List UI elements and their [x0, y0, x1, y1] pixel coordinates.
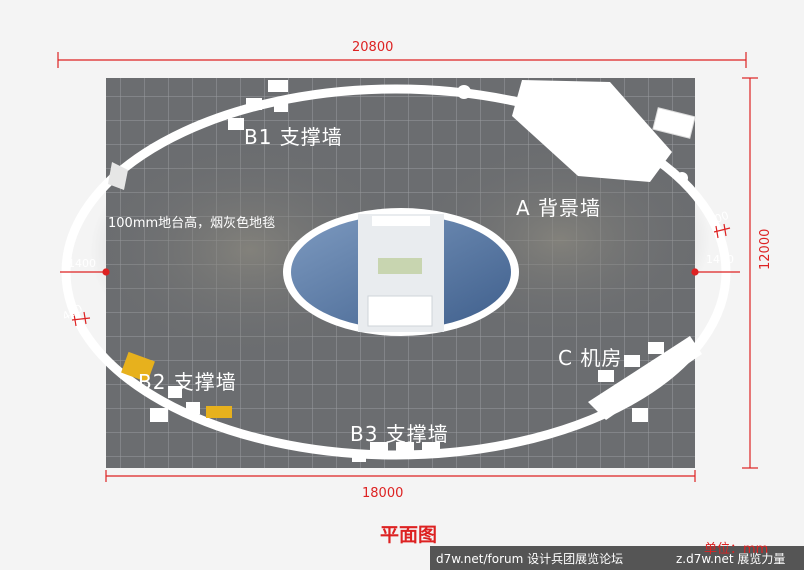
b3-desk-1	[370, 442, 388, 456]
b3-desk-2	[396, 442, 414, 456]
a-booth-desk	[566, 152, 582, 164]
b2-desk-2	[168, 386, 182, 398]
b2-desk-3	[186, 402, 200, 414]
c-desk-3	[648, 342, 664, 354]
floor-width-label: 18000	[362, 486, 404, 501]
total-height-label: 12000	[758, 228, 773, 270]
c-desk-1	[598, 370, 614, 382]
b2-label: B2 支撑墙	[138, 370, 237, 394]
b1-desk-1	[268, 80, 288, 92]
b1-desk-2	[246, 98, 262, 110]
total-width-label: 20800	[352, 40, 394, 55]
b3-label: B3 支撑墙	[350, 422, 449, 446]
a-background-wall-block	[512, 80, 672, 182]
b1-label: B1 支撑墙	[244, 125, 343, 149]
b1-desk-3	[228, 118, 244, 130]
b3-stand	[352, 452, 366, 462]
plan-title: 平面图	[380, 524, 438, 546]
footer-bar	[430, 546, 804, 570]
central-sofa	[367, 295, 433, 327]
b2-desk-1	[150, 408, 168, 422]
unit-label: 单位：mm	[704, 542, 769, 557]
a-pillar-top	[457, 85, 471, 99]
a-label: A 背景墙	[516, 196, 602, 220]
footer-site-link[interactable]: z.d7w.net 展览力量	[676, 552, 786, 566]
footer-forum-link[interactable]: d7w.net/forum 设计兵团展览论坛	[436, 552, 624, 566]
b3-desk-3	[422, 442, 440, 456]
central-display-table	[378, 258, 422, 274]
c-machine-room-block	[588, 336, 702, 420]
b1-desk-4	[274, 102, 288, 112]
a-side-counter	[652, 107, 696, 139]
c-label: C 机房	[558, 346, 623, 370]
a-pillar-right	[676, 172, 688, 184]
right-gap-label: 1400	[706, 253, 734, 266]
c-desk-2	[624, 355, 640, 367]
left-lamp	[108, 162, 128, 190]
dimension-lines	[57, 52, 758, 482]
c-desk-4	[632, 408, 648, 422]
b2-yellow-block	[121, 351, 155, 383]
floor-note: 100mm地台高，烟灰色地毯	[108, 216, 276, 231]
central-podium-top	[372, 216, 430, 226]
left-gap-label: 1400	[68, 257, 96, 270]
b2-yellow-bench	[206, 406, 232, 418]
